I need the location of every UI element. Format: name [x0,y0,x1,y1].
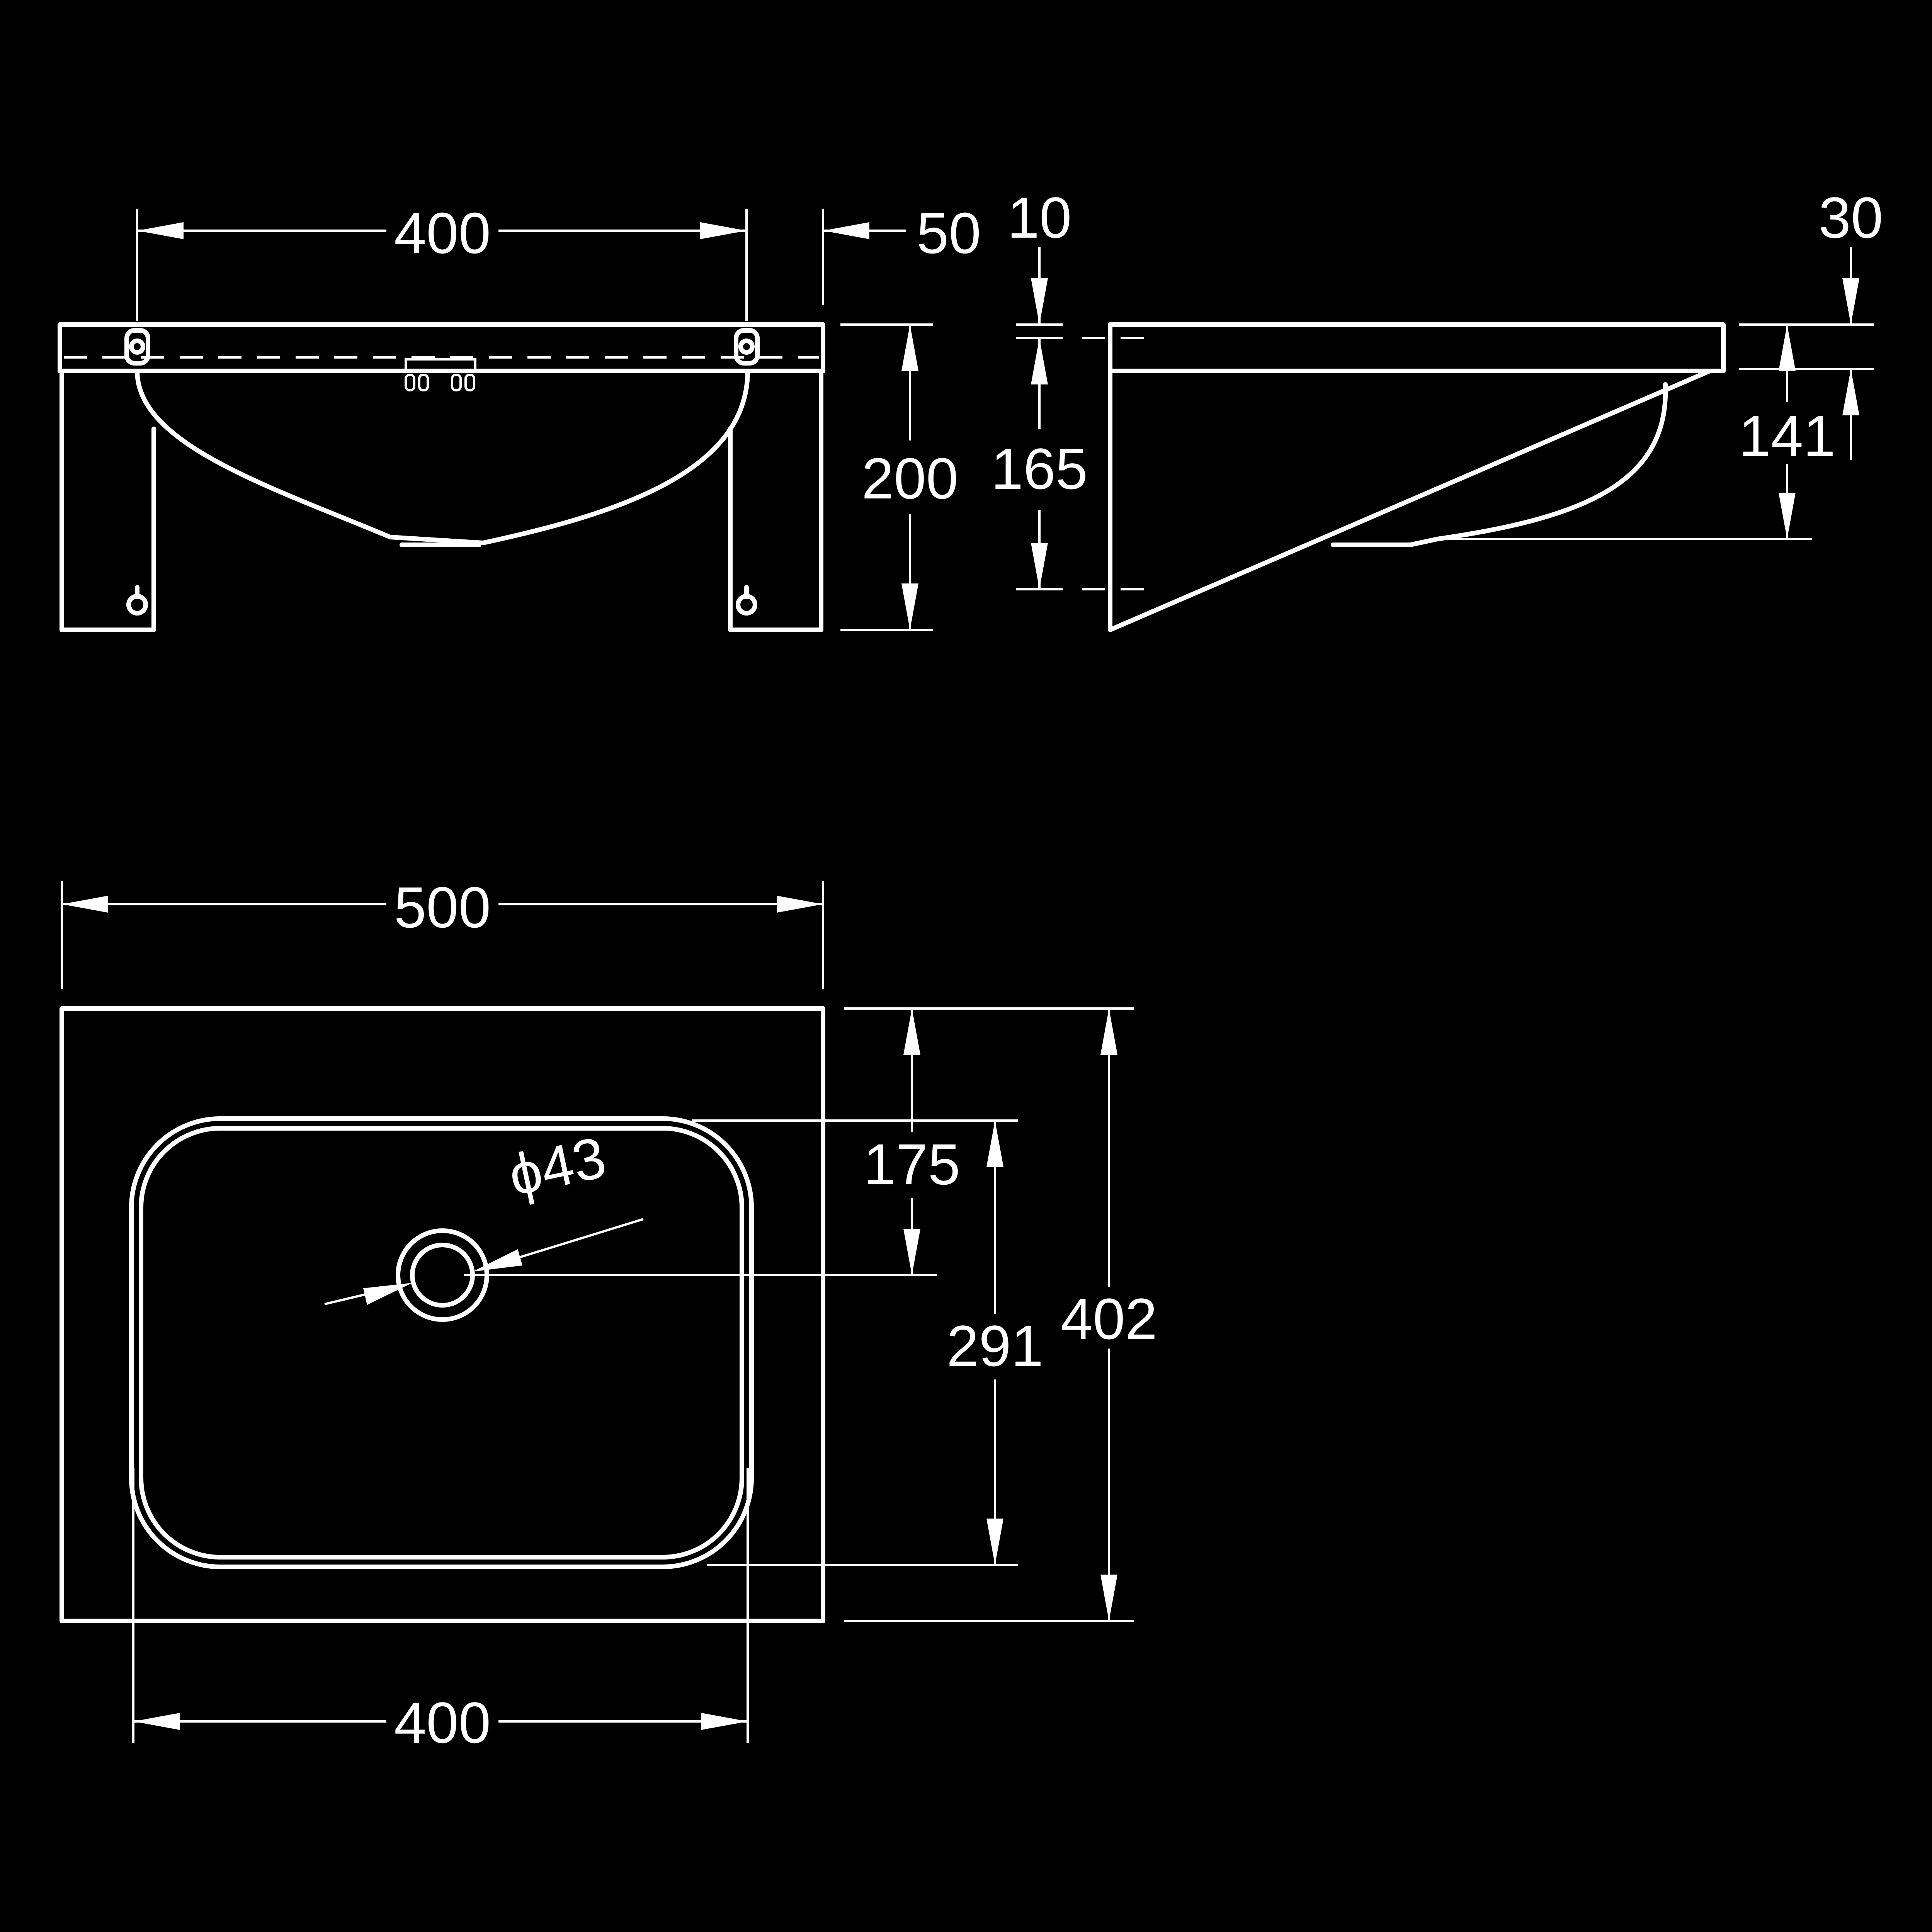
front-depth-label: 50 [917,201,981,265]
arrow-head [903,1229,920,1275]
front-left-bracket [60,369,156,632]
arrow-head [986,1121,1003,1167]
arrow-head [1031,278,1048,325]
arrow-head [473,1249,522,1272]
arrow-head [133,1713,180,1730]
front-mount-right-icon [734,328,760,366]
front-bowl-outline [135,369,750,545]
dim-plan-depth: 402 [844,1009,1157,1622]
plan-outer-slab [60,1006,825,1623]
front-height-label: 200 [862,446,958,511]
side-height-label: 165 [991,436,1088,501]
drain-diameter-label: ϕ43 [503,1124,611,1208]
side-top-slab [1108,322,1726,373]
front-view: 400 50 200 [58,201,981,632]
dim-side-height: 165 [991,338,1088,590]
dim-side-bowl: 141 [1441,325,1835,540]
dim-drain-offset: 175 [464,1007,1134,1276]
dim-drain-diameter: ϕ43 [324,1124,644,1305]
dim-front-width: 400 [136,201,748,321]
dim-plan-width: 500 [61,875,824,989]
arrow-head [1842,278,1859,325]
arrow-head [901,325,918,371]
arrow-head [137,222,184,239]
dim-front-height: 200 [840,323,958,631]
arrow-head [701,1713,748,1730]
plan-bowl-outer [129,1116,754,1569]
front-keyhole-right-icon [736,585,757,616]
dim-plan-bowl-width: 400 [132,1468,749,1755]
dim-side-top: 10 [1007,185,1072,339]
arrow-head [363,1283,412,1305]
side-bowl-outline [1331,382,1668,547]
arrow-head [62,896,108,913]
plan-bowl-inner [139,1126,744,1560]
arrow-head [1100,1575,1117,1621]
arrow-head [986,1519,1003,1565]
arrow-head [1031,543,1048,589]
arrow-head [1842,369,1859,415]
side-top-label: 10 [1007,185,1072,250]
arrow-head [903,1009,920,1055]
dim-front-depth: 50 [822,201,981,305]
plan-depth-label: 402 [1061,1286,1157,1351]
arrow-head [1779,493,1796,539]
front-mount-left-icon [124,328,150,366]
arrow-head [777,896,823,913]
front-top-slab [58,322,825,373]
plan-view: 500 400 ϕ43 175 [60,875,1157,1755]
side-rim-label: 30 [1819,185,1883,250]
dim-side-rim: 30 [1739,185,1883,460]
plan-bowl-width-label: 400 [394,1690,491,1755]
arrow-head [700,222,747,239]
arrow-head [1100,1009,1117,1055]
front-right-bracket [728,369,823,632]
front-overflow-slots-icon [405,358,476,391]
arrow-head [901,583,918,630]
side-bracket [1108,369,1712,632]
side-bowl-label: 141 [1739,403,1835,468]
side-view: 10 165 30 141 [991,185,1883,632]
front-keyhole-left-icon [126,585,148,616]
drain-offset-label: 175 [864,1132,960,1197]
arrow-head [823,222,869,239]
plan-width-label: 500 [394,875,491,940]
plan-bowl-depth-label: 291 [947,1313,1043,1378]
dim-plan-bowl-depth: 291 [692,1119,1043,1566]
arrow-head [1779,325,1796,371]
arrow-head [1031,338,1048,384]
front-width-label: 400 [394,201,491,265]
